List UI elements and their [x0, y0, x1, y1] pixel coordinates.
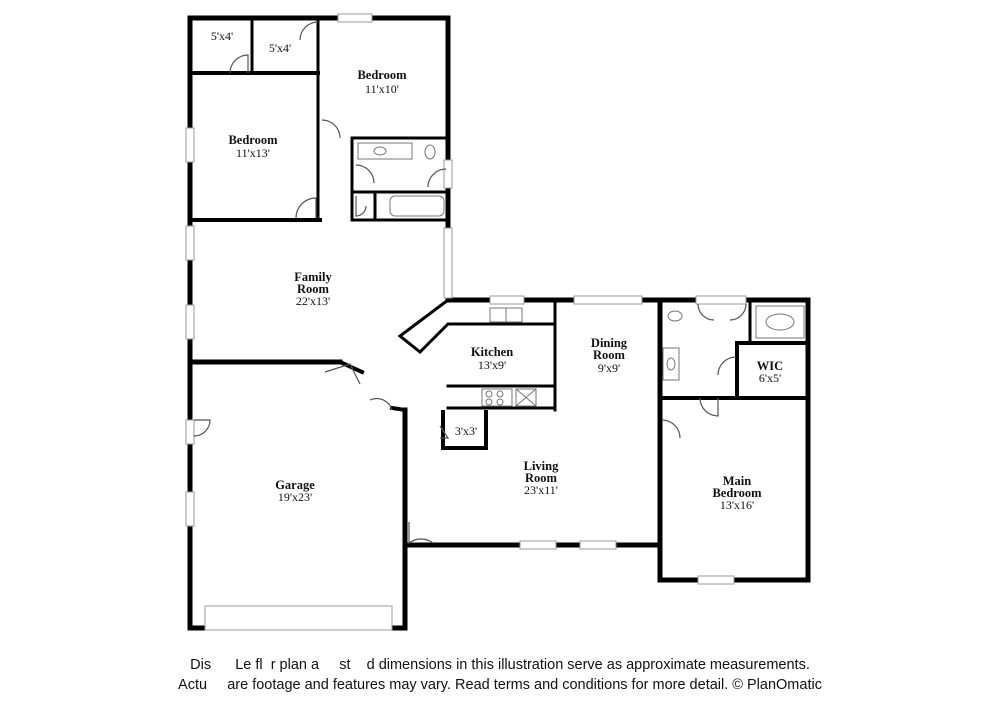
shower-icon — [755, 305, 805, 339]
vanity — [357, 142, 413, 160]
kitchen-dims: 13'x9' — [478, 358, 506, 372]
family-room-label-2: Room — [297, 282, 330, 296]
pantry-dims: 3'x3' — [455, 424, 477, 438]
main-bedroom-dims: 13'x16' — [720, 498, 754, 512]
wic-label: WIC — [757, 359, 783, 373]
kitchen-label: Kitchen — [471, 345, 513, 359]
dining-room-label-1: Dining — [591, 336, 628, 350]
main-bedroom-label-2: Bedroom — [712, 486, 762, 500]
dishwasher-icon — [515, 388, 537, 407]
doors — [193, 21, 747, 545]
walls — [187, 15, 811, 631]
wic-dims: 6'x5' — [759, 371, 781, 385]
garage-label: Garage — [275, 478, 315, 492]
garage-dims: 19'x23' — [278, 490, 312, 504]
main-bedroom-label-1: Main — [723, 474, 752, 488]
disclaimer-line-2: Actu are footage and features may vary. … — [178, 677, 822, 693]
living-room-label-1: Living — [524, 459, 559, 473]
bathtub-icon — [389, 195, 445, 217]
stove-icon — [481, 388, 513, 407]
bedroom-left-dims: 11'x13' — [236, 146, 270, 160]
family-room-dims: 22'x13' — [296, 294, 330, 308]
windows — [185, 13, 747, 631]
closet-a-dims: 5'x4' — [211, 29, 233, 43]
disclaimer: Dis Le fl r plan a st d dimensions in th… — [0, 655, 1000, 695]
living-room-label-2: Room — [525, 471, 558, 485]
disclaimer-line-1: Dis Le fl r plan a st d dimensions in th… — [190, 657, 810, 673]
closet-b-dims: 5'x4' — [269, 41, 291, 55]
fixtures — [357, 142, 805, 407]
dining-room-label-2: Room — [593, 348, 626, 362]
family-room-label-1: Family — [294, 270, 332, 284]
bedroom-left-label: Bedroom — [228, 133, 278, 147]
master-vanity — [662, 347, 680, 381]
bedroom-top-dims: 11'x10' — [365, 82, 399, 96]
bedroom-top-label: Bedroom — [357, 68, 407, 82]
master-toilet-icon — [667, 310, 683, 322]
living-room-dims: 23'x11' — [524, 483, 558, 497]
sink-icon — [373, 146, 387, 156]
master-sink-icon — [666, 357, 676, 371]
room-labels: 5'x4' 5'x4' Bedroom 11'x10' Bedroom 11'x… — [211, 29, 783, 512]
dining-room-dims: 9'x9' — [598, 361, 620, 375]
toilet-icon — [424, 144, 436, 160]
floor-plan: 5'x4' 5'x4' Bedroom 11'x10' Bedroom 11'x… — [185, 13, 811, 631]
